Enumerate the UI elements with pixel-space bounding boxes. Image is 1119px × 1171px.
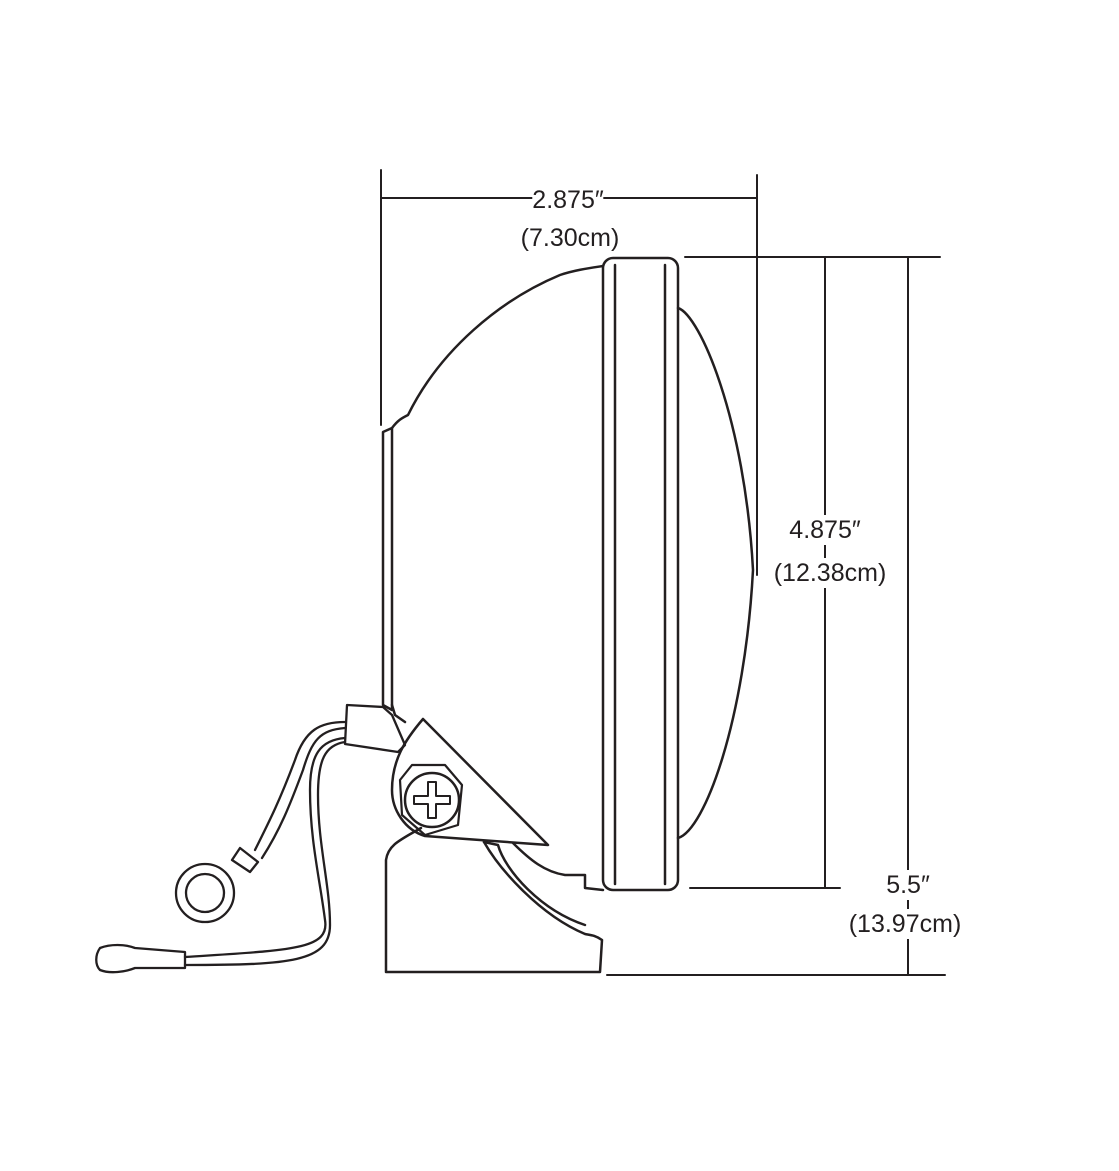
- housing-back: [390, 264, 605, 430]
- ring-terminal: [174, 862, 236, 924]
- overall-height-cm-label: (13.97cm): [848, 909, 962, 939]
- phillips-cross-icon: [413, 781, 451, 819]
- rear-cap: [381, 426, 394, 712]
- mount-bracket: [384, 717, 605, 974]
- lens: [676, 306, 755, 840]
- bracket-arm: [390, 717, 550, 847]
- bracket-base: [384, 826, 604, 974]
- bolt-head: [403, 771, 461, 829]
- wire-grommet: [343, 703, 407, 754]
- depth-inches-label: 2.875″: [532, 185, 604, 215]
- housing-bottom: [390, 703, 407, 724]
- depth-cm-label: (7.30cm): [520, 224, 620, 252]
- lens-height-inches-label: 4.875″: [789, 515, 861, 545]
- wiring: [95, 703, 407, 974]
- hex-bolt: [398, 763, 464, 837]
- headlight-housing: [381, 256, 755, 892]
- overall-height-inches-label: 5.5″: [886, 870, 930, 900]
- bezel: [601, 256, 680, 892]
- ring-terminal-crimp: [230, 846, 260, 874]
- bullet-connector: [95, 943, 187, 974]
- lens-height-cm-label: (12.38cm): [773, 558, 887, 588]
